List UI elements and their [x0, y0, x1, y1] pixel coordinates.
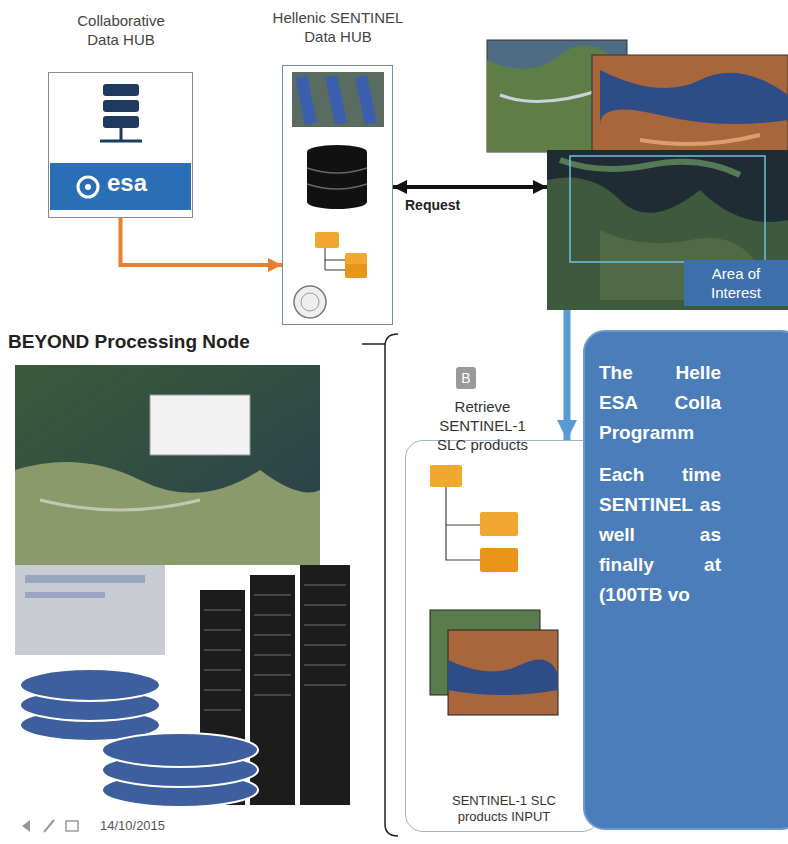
flow-arrow — [121, 218, 283, 265]
step-badge: B — [456, 367, 476, 389]
info-panel: The Helle ESA Colla ProgrammEach time SE… — [583, 330, 788, 830]
data-hub-box: Hellenic SENTINEL Data HUB — [282, 65, 393, 325]
image-tag: Area of Interest — [684, 260, 788, 306]
logo-text: esa — [107, 169, 147, 197]
step-letter: B — [456, 369, 476, 387]
step-label: Retrieve SENTINEL-1 SLC products — [430, 397, 535, 454]
section-title: BEYOND Processing Node — [8, 331, 250, 353]
data-hub-box: Collaborative Data HUBesa — [48, 72, 193, 218]
panel-text: Each time SENTINEL as well as finally at… — [599, 460, 721, 610]
hub-heading: Hellenic SENTINEL Data HUB — [263, 8, 413, 46]
panel-text: The Helle ESA Colla Programm — [599, 358, 721, 448]
hub-heading: Collaborative Data HUB — [61, 11, 181, 49]
box-caption: SENTINEL-1 SLC products INPUT — [448, 793, 560, 825]
slide-date: 14/10/2015 — [100, 818, 165, 833]
edge-label: Request — [403, 197, 462, 213]
satellite-image: Area of Interest — [547, 150, 788, 310]
input-box: SENTINEL-1 SLC products INPUT — [405, 440, 600, 832]
request-arrow — [393, 185, 547, 189]
retrieve-arrow — [564, 310, 571, 440]
